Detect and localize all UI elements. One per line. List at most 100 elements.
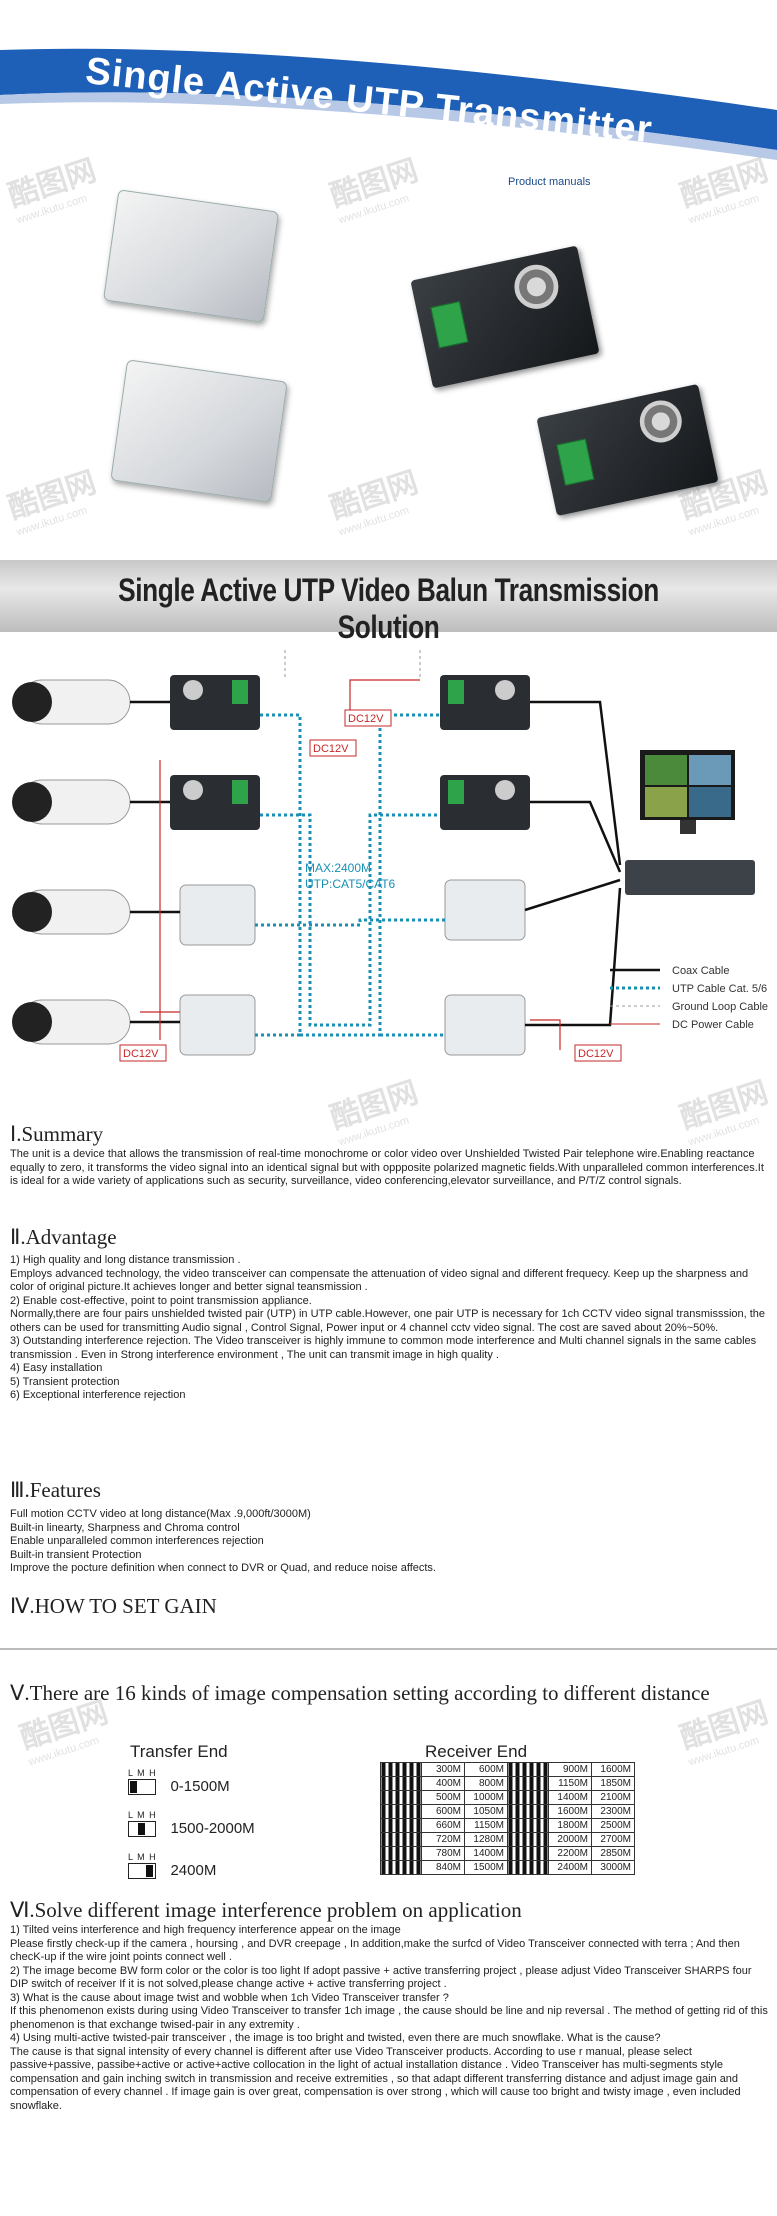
distance-cell: 1850M <box>591 1776 635 1791</box>
distance-cell: 3000M <box>591 1860 635 1875</box>
distance-cell: 1800M <box>548 1818 592 1833</box>
distance-cell: 2500M <box>591 1818 635 1833</box>
advantage-heading: Ⅱ.Advantage <box>10 1225 117 1249</box>
camera-1 <box>12 679 131 725</box>
camera-2 <box>12 779 131 825</box>
transmitter-photo-1 <box>102 189 280 323</box>
banner-swoosh <box>0 48 777 160</box>
distance-cell: 2850M <box>591 1846 635 1861</box>
banner-subtitle: Product manuals <box>508 176 591 188</box>
transfer-end-title: Transfer End <box>130 1742 228 1761</box>
transmitter-photo-2 <box>110 359 288 503</box>
compensation-heading: Ⅴ.There are 16 kinds of image compensati… <box>10 1681 710 1705</box>
coax-lines <box>130 700 622 1027</box>
distance-cell: 2100M <box>591 1790 635 1805</box>
dc-label: DC12V <box>313 743 349 755</box>
distance-cell: 1400M <box>548 1790 592 1805</box>
rx-active-2 <box>444 994 526 1056</box>
features-heading: Ⅲ.Features <box>10 1478 101 1502</box>
divider <box>0 1648 777 1650</box>
distance-cell: 800M <box>464 1776 508 1791</box>
summary-text: The unit is a device that allows the tra… <box>10 1148 764 1187</box>
solution-title: Single Active UTP Video Balun Transmissi… <box>118 572 659 645</box>
distance-cell: 660M <box>421 1818 465 1833</box>
dip-switch-cell <box>507 1860 549 1875</box>
distance-cell: 1050M <box>464 1804 508 1819</box>
rx-balun-1 <box>440 675 530 730</box>
distance-cell: 2300M <box>591 1804 635 1819</box>
summary-heading: Ⅰ.Summary <box>10 1122 104 1146</box>
distance-cell: 300M <box>421 1762 465 1777</box>
max-distance-label: MAX:2400M <box>305 861 371 875</box>
distance-cell: 1400M <box>464 1846 508 1861</box>
distance-cell: 2400M <box>548 1860 592 1875</box>
dip-switch-cell <box>507 1832 549 1847</box>
tx-balun-1 <box>170 675 260 730</box>
distance-cell: 1150M <box>464 1818 508 1833</box>
distance-cell: 2700M <box>591 1832 635 1847</box>
dip-switch-cell <box>507 1818 549 1833</box>
dip-switch-cell <box>380 1776 422 1791</box>
camera-4 <box>12 999 131 1045</box>
distance-cell: 600M <box>421 1804 465 1819</box>
monitor <box>640 750 735 834</box>
dip-switch-cell <box>380 1790 422 1805</box>
distance-cell: 2200M <box>548 1846 592 1861</box>
dvr <box>625 860 755 895</box>
dc-label: DC12V <box>578 1048 614 1060</box>
distance-cell: 1280M <box>464 1832 508 1847</box>
gain-heading: Ⅳ.HOW TO SET GAIN <box>10 1594 217 1618</box>
distance-cell: 780M <box>421 1846 465 1861</box>
header-banner: Single Active UTP Transmitter <box>0 0 777 200</box>
distance-cell: 1150M <box>548 1776 592 1791</box>
dip-switch-cell <box>380 1846 422 1861</box>
svg-text:Ground Loop Cable: Ground Loop Cable <box>672 1001 768 1013</box>
interference-list: 1) Tilted veins interference and high fr… <box>10 1924 768 2112</box>
distance-cell: 720M <box>421 1832 465 1847</box>
interference-heading: Ⅵ.Solve different image interference pro… <box>10 1898 522 1922</box>
camera-3 <box>12 889 131 935</box>
dip-switch-cell <box>507 1776 549 1791</box>
dip-switch-cell <box>380 1762 422 1777</box>
dip-switch-cell <box>380 1832 422 1847</box>
distance-cell: 900M <box>548 1762 592 1777</box>
dip-switch-cell <box>380 1860 422 1875</box>
solution-title-band <box>0 560 777 632</box>
transfer-row-1: L M H 0-1500M <box>128 1768 230 1795</box>
rx-active-1 <box>444 879 526 941</box>
distance-cell: 500M <box>421 1790 465 1805</box>
dip-switch-cell <box>507 1846 549 1861</box>
legend: Coax Cable UTP Cable Cat. 5/6 Ground Loo… <box>610 965 768 1031</box>
receiver-end-title: Receiver End <box>425 1742 528 1761</box>
distance-cell: 600M <box>464 1762 508 1777</box>
distance-cell: 1600M <box>548 1804 592 1819</box>
cable-type-label: UTP:CAT5/CAT6 <box>305 877 396 891</box>
dip-switch-cell <box>507 1762 549 1777</box>
dc-label: DC12V <box>348 713 384 725</box>
tx-active-1 <box>179 884 256 946</box>
dc-label: DC12V <box>123 1048 159 1060</box>
dip-switch-cell <box>507 1790 549 1805</box>
tx-active-2 <box>179 994 256 1056</box>
features-list: Full motion CCTV video at long distance(… <box>10 1508 436 1574</box>
balun-photo-2 <box>536 383 719 517</box>
dip-switch-cell <box>380 1818 422 1833</box>
utp-lines <box>255 713 445 1037</box>
distance-cell: 840M <box>421 1860 465 1875</box>
balun-photo-1 <box>410 245 600 389</box>
distance-cell: 2000M <box>548 1832 592 1847</box>
ground-lines <box>284 650 421 680</box>
distance-cell: 1500M <box>464 1860 508 1875</box>
distance-cell: 400M <box>421 1776 465 1791</box>
